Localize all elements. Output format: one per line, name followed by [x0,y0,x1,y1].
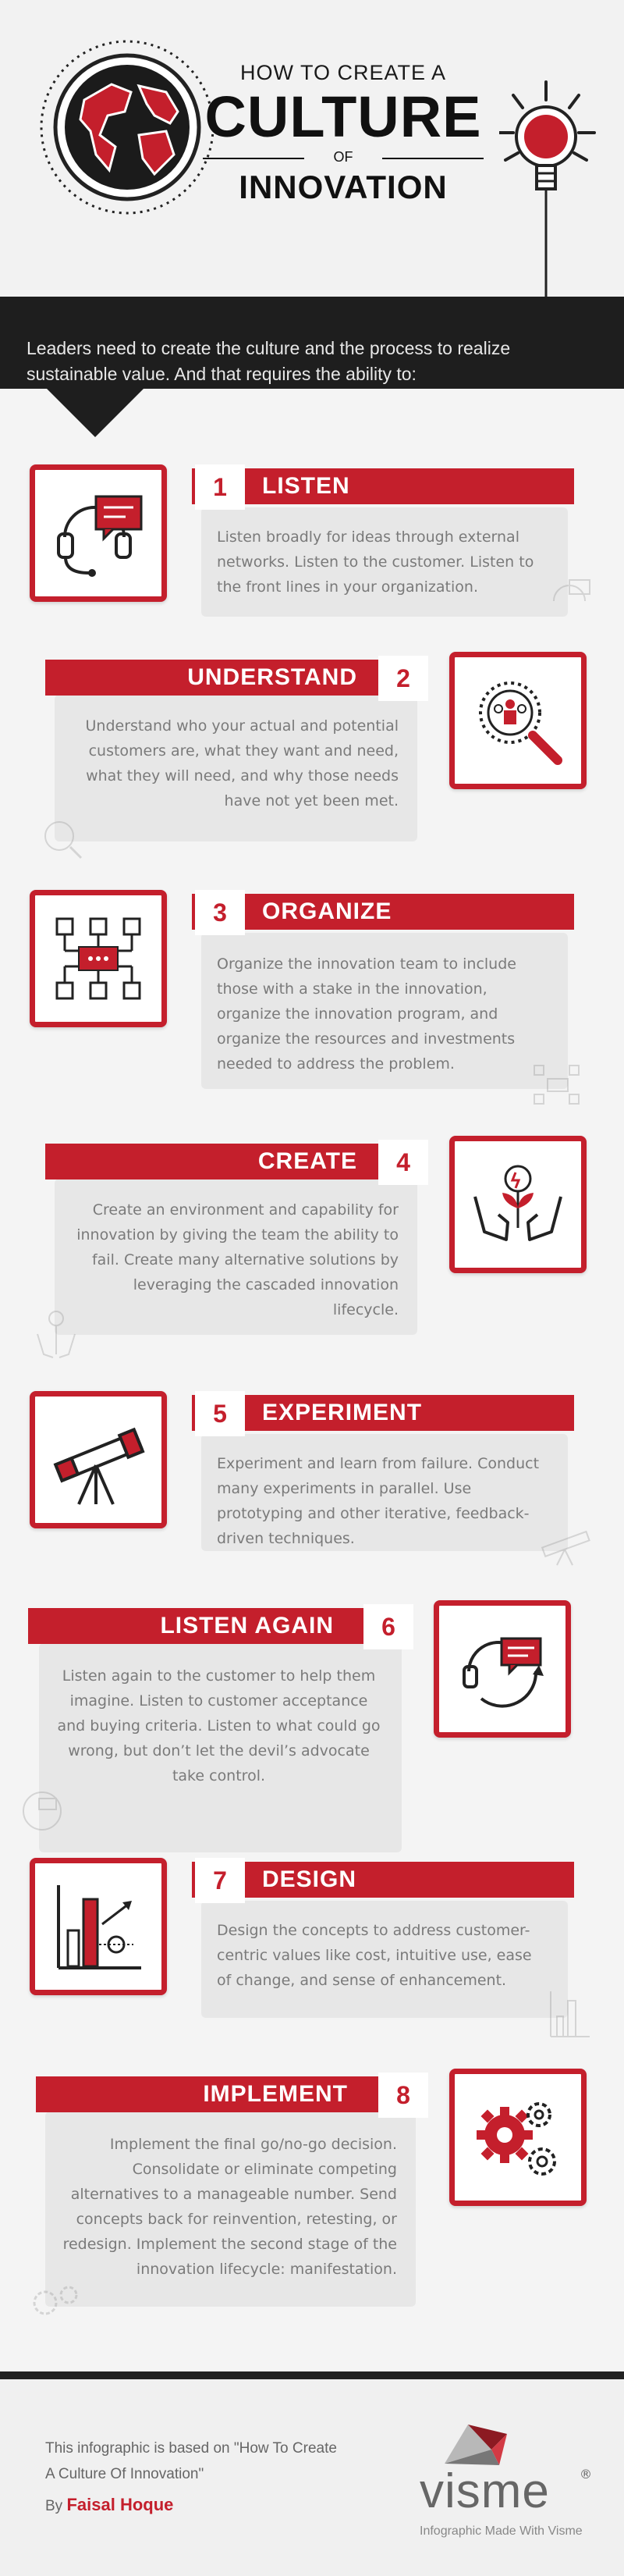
org-chart-icon [55,917,141,1000]
step-description: Design the concepts to address customer-… [201,1901,568,2018]
ghost-headset-icon [553,579,590,602]
step-description: Listen again to the customer to help the… [39,1643,402,1852]
ghost-telescope-icon [541,1530,590,1566]
step-text: Listen broadly for ideas through externa… [217,528,534,596]
lightbulb-icon [499,80,596,301]
visme-logo-mark [445,2425,507,2465]
headset-cycle-icon [463,1637,544,1708]
step-number: 2 [378,656,428,701]
step-description: Experiment and learn from failure. Condu… [201,1434,568,1551]
headset-chat-icon [57,495,143,577]
step-number: 8 [378,2073,428,2118]
step-number: 5 [195,1391,245,1436]
step-title: IMPLEMENT [36,2076,418,2112]
step-title: LISTEN [192,468,574,504]
step-title-text: EXPERIMENT [262,1400,423,1425]
step-number: 7 [195,1858,245,1903]
step-description: Listen broadly for ideas through externa… [201,507,568,617]
gears-icon [477,2102,556,2176]
footer: This infographic is based on "How To Cre… [0,2379,624,2576]
step-description: Implement the final go/no-go decision. C… [45,2112,416,2307]
step-text: Implement the final go/no-go decision. C… [62,2136,397,2278]
step-title-text: ORGANIZE [262,898,392,924]
hands-lightbulb-icon [473,1165,562,1241]
step-icon-box [30,464,167,602]
step-icon-box [449,652,587,789]
title-line-4: INNOVATION [239,169,448,205]
step-number: 3 [195,890,245,935]
ghost-chart-icon [550,1991,590,2037]
visme-wordmark: visme [420,2464,550,2518]
step-title: CREATE [45,1144,427,1179]
step-text: Create an environment and capability for… [76,1201,399,1318]
by-label: By [45,2498,63,2514]
title-line-2: CULTURE [204,84,482,149]
step-text: Understand who your actual and potential… [85,717,399,809]
author-name: Faisal Hoque [66,2495,174,2514]
ghost-headset-cycle-icon [23,1791,62,1831]
title-line-3: OF [187,149,499,165]
step-icon-box [449,2069,587,2206]
step-description: Create an environment and capability for… [55,1179,417,1335]
step-text: Listen again to the customer to help the… [57,1667,381,1784]
ghost-org-chart-icon [534,1065,580,1105]
footer-divider [0,2371,624,2379]
step-icon-box [30,890,167,1027]
chart-target-icon [57,1885,141,1969]
title-line-1: HOW TO CREATE A [239,61,447,84]
step-title: ORGANIZE [192,894,574,930]
ghost-plant-icon [37,1311,76,1358]
step-text: Organize the innovation team to include … [217,955,516,1073]
header: HOW TO CREATE A CULTURE OF INNOVATION [0,0,624,301]
step-title: UNDERSTAND [45,660,427,696]
step-title-text: UNDERSTAND [187,664,357,690]
magnifier-people-icon [479,681,562,765]
registered-mark: ® [580,2467,592,2482]
intro-band: Leaders need to create the culture and t… [0,297,624,389]
author-line: By Faisal Hoque [45,2495,173,2515]
step-text: Experiment and learn from failure. Condu… [217,1455,540,1547]
visme-tagline: Infographic Made With Visme [420,2524,583,2538]
step-description: Understand who your actual and potential… [55,695,417,841]
step-title-text: LISTEN [262,473,350,499]
step-title-text: DESIGN [262,1866,357,1892]
step-icon-box [434,1600,571,1738]
step-description: Organize the innovation team to include … [201,933,568,1089]
step-title-text: IMPLEMENT [203,2081,348,2107]
step-number: 6 [363,1604,413,1649]
step-title: EXPERIMENT [192,1395,574,1431]
ghost-gears-icon [33,2286,78,2315]
step-icon-box [449,1136,587,1273]
step-title-text: LISTEN AGAIN [160,1613,334,1638]
intro-text: Leaders need to create the culture and t… [27,338,511,384]
step-icon-box [30,1858,167,1995]
step-title-text: CREATE [257,1148,357,1174]
step-title: LISTEN AGAIN [28,1608,412,1644]
step-title: DESIGN [192,1862,574,1898]
step-number: 1 [195,464,245,510]
step-number: 4 [378,1140,428,1185]
telescope-icon [53,1427,145,1505]
source-note: This infographic is based on "How To Cre… [45,2440,337,2482]
step-text: Design the concepts to address customer-… [217,1922,532,1989]
intro-arrow [47,389,144,437]
globe-icon [40,40,214,215]
step-icon-box [30,1391,167,1528]
title-block: HOW TO CREATE A CULTURE OF INNOVATION [187,61,499,206]
ghost-magnifier-icon [44,821,83,859]
